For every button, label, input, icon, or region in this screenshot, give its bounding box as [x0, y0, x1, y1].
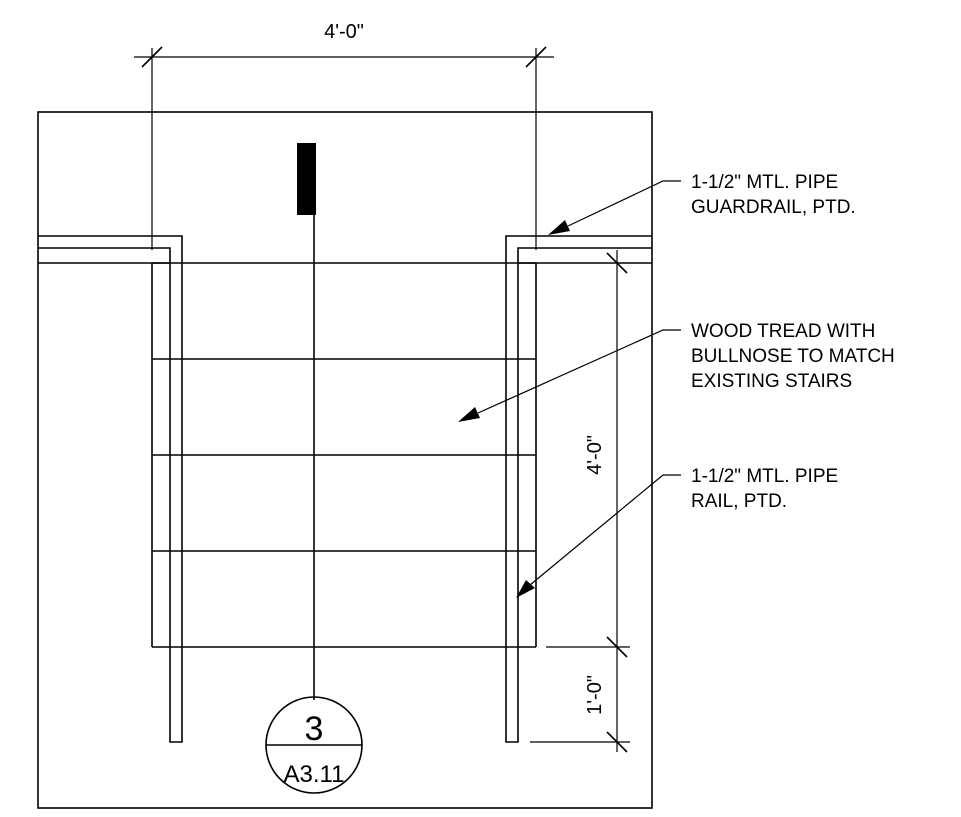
right-guardrail	[505, 235, 652, 743]
note-line: BULLNOSE TO MATCH	[691, 346, 895, 367]
leader-arrowhead	[458, 407, 480, 422]
dimension-tick	[606, 636, 628, 658]
leader-arrowhead	[548, 220, 570, 235]
section-cut-marker	[297, 143, 316, 215]
top-width-dimension: 4'-0"	[134, 21, 554, 250]
note-line: GUARDRAIL, PTD.	[691, 197, 856, 218]
left-guardrail	[38, 235, 183, 743]
dimension-tick	[141, 46, 163, 68]
section-tag: 3 A3.11	[265, 696, 363, 794]
dimension-tick	[525, 46, 547, 68]
dimension-tick	[606, 252, 628, 274]
stair-treads	[152, 262, 536, 648]
height-dimension-text: 4'-0"	[584, 435, 606, 475]
note-line: WOOD TREAD WITH	[691, 321, 875, 342]
note-line: 1-1/2" MTL. PIPE	[691, 172, 838, 193]
section-tag-number: 3	[305, 710, 324, 748]
top-width-dimension-text: 4'-0"	[324, 21, 364, 43]
note-line: EXISTING STAIRS	[691, 371, 852, 392]
offset-dimension-text: 1'-0"	[584, 675, 606, 715]
rail-leader	[529, 474, 681, 586]
guardrail-note: 1-1/2" MTL. PIPE GUARDRAIL, PTD.	[691, 172, 856, 218]
dimension-tick	[606, 731, 628, 753]
tread-note: WOOD TREAD WITH BULLNOSE TO MATCH EXISTI…	[691, 321, 900, 392]
leaders	[458, 180, 681, 598]
note-line: 1-1/2" MTL. PIPE	[691, 466, 838, 487]
section-tag-sheet: A3.11	[284, 761, 345, 788]
leader-arrowhead	[516, 580, 535, 598]
tread-leader	[477, 329, 681, 414]
drawing-notes: 1-1/2" MTL. PIPE GUARDRAIL, PTD. WOOD TR…	[691, 172, 900, 512]
guardrail-leader	[567, 180, 681, 227]
rail-note: 1-1/2" MTL. PIPE RAIL, PTD.	[691, 466, 843, 512]
note-line: RAIL, PTD.	[691, 491, 787, 512]
plan-boundary	[37, 111, 653, 809]
right-vertical-dimensions: 4'-0" 1'-0"	[530, 250, 630, 753]
